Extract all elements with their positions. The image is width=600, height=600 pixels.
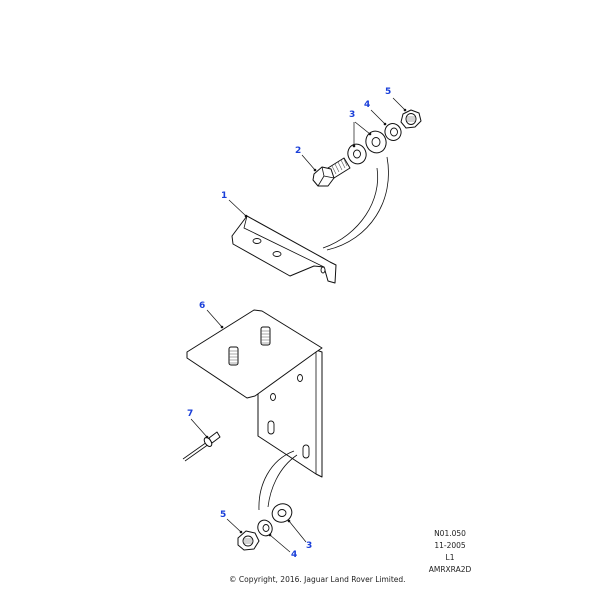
callout-3-bottom[interactable]: 3 [306, 541, 313, 551]
assembly-line-bottom-a [258, 450, 295, 511]
level-code: L1 [445, 553, 455, 562]
nut-bottom [237, 530, 260, 551]
bolt [312, 157, 351, 187]
assembly-line-top-b [326, 156, 389, 251]
plain-washer-bottom [271, 503, 293, 523]
spring-washer-top [384, 123, 402, 141]
bracket-angle [186, 309, 323, 478]
callout-5-bottom[interactable]: 5 [220, 510, 227, 520]
illustration-code: AMRXRA2D [428, 565, 472, 574]
reference-number: N01.050 [434, 529, 466, 538]
spring-washer-bottom [257, 519, 273, 537]
leader-lines [190, 97, 407, 553]
callout-1[interactable]: 1 [221, 191, 228, 201]
callout-7[interactable]: 7 [187, 409, 194, 419]
plain-washer-top-b [347, 143, 367, 165]
callout-2[interactable]: 2 [295, 146, 302, 156]
bracket-small [231, 215, 337, 284]
assembly-line-bottom-b [267, 454, 298, 508]
callout-6[interactable]: 6 [199, 301, 206, 311]
callout-4-top[interactable]: 4 [364, 100, 371, 110]
assembly-line-top-a [322, 167, 379, 249]
nut-top [400, 109, 422, 129]
copyright-notice: © Copyright, 2016. Jaguar Land Rover Lim… [229, 575, 406, 584]
callout-4-bottom[interactable]: 4 [291, 550, 298, 560]
revision-date: 11-2005 [434, 541, 466, 550]
plain-washer-top-a [365, 130, 387, 154]
callout-3-top[interactable]: 3 [349, 110, 356, 120]
rivet [182, 431, 221, 462]
callout-5-top[interactable]: 5 [385, 87, 392, 97]
